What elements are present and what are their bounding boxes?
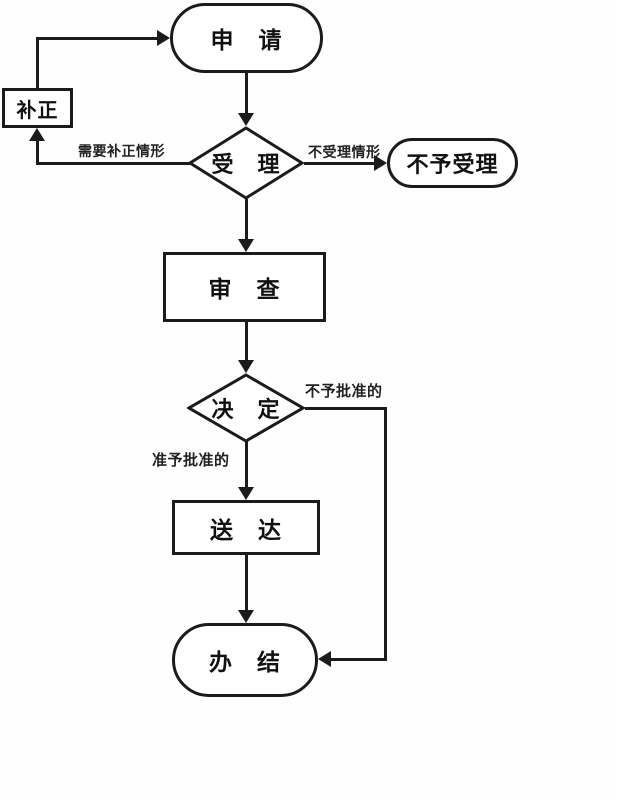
edge-accept-review-line	[244, 199, 248, 240]
node-not-accepted: 不予受理	[387, 138, 518, 188]
edge-decision-complete-hline-top	[305, 406, 387, 410]
arrow-right-icon	[374, 155, 387, 171]
arrow-up-icon	[29, 128, 45, 141]
edge-delivery-complete-line	[244, 554, 248, 611]
node-delivery: 送 达	[172, 500, 320, 555]
edge-correction-apply-hline	[35, 36, 158, 40]
node-delivery-label: 送 达	[210, 516, 282, 544]
arrow-right-icon	[157, 30, 170, 46]
edge-label-not-accept-case: 不受理情形	[308, 145, 381, 161]
node-review-label: 审 查	[208, 276, 281, 303]
node-accept: 受 理	[188, 126, 304, 200]
edge-decision-complete-vline	[384, 406, 387, 661]
node-accept-label: 受 理	[211, 152, 281, 178]
arrow-down-icon	[238, 487, 254, 500]
edge-accept-correction-vline	[35, 140, 39, 164]
node-complete: 办 结	[172, 623, 318, 697]
arrow-down-icon	[238, 610, 254, 623]
diamond-shape	[188, 126, 304, 200]
node-apply-label: 申 请	[210, 27, 283, 54]
edge-label-need-correction: 需要补正情形	[78, 144, 165, 160]
edge-accept-correction-hline	[35, 161, 190, 165]
edge-decision-delivery-line	[244, 441, 248, 488]
edge-label-not-approved: 不予批准的	[305, 382, 383, 400]
edge-review-decision-line	[244, 321, 248, 361]
node-apply: 申 请	[170, 3, 323, 73]
node-not-accepted-label: 不予受理	[406, 152, 499, 178]
edge-label-approved: 准予批准的	[152, 451, 230, 469]
arrow-down-icon	[238, 239, 254, 252]
node-review: 审 查	[163, 252, 326, 322]
arrow-down-icon	[238, 113, 254, 126]
edge-decision-complete-hline-bottom	[330, 657, 387, 661]
node-correction: 补正	[2, 88, 73, 128]
arrow-left-icon	[318, 651, 331, 667]
edge-correction-apply-vline	[35, 36, 39, 89]
node-complete-label: 办 结	[209, 649, 281, 676]
node-correction-label: 补正	[16, 97, 59, 122]
node-decision-label: 决 定	[211, 397, 281, 423]
arrow-down-icon	[238, 360, 254, 373]
edge-accept-notaccepted-line	[304, 161, 375, 165]
edge-apply-accept-line	[244, 72, 248, 114]
node-decision: 决 定	[187, 373, 305, 443]
